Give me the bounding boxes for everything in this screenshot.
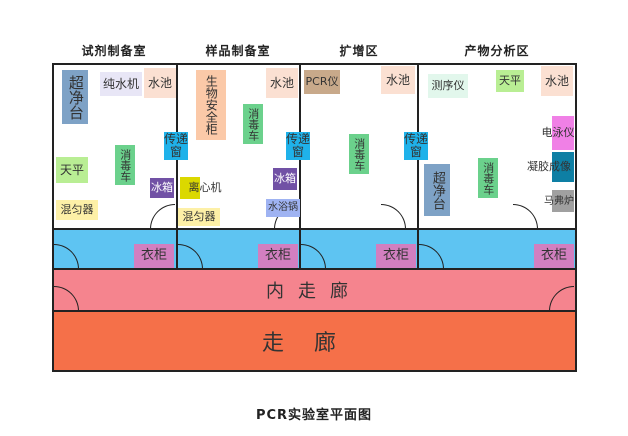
wall-bottom — [52, 370, 576, 372]
wardrobe-2: 衣柜 — [258, 244, 298, 268]
disinfection-cart-4: 消毒车 — [478, 158, 498, 198]
super-clean-bench-1: 超净台 — [62, 70, 88, 124]
electrophoresis-label: 电泳仪 — [541, 126, 575, 140]
disinfection-cart-3: 消毒车 — [349, 134, 369, 174]
wall-divider-1 — [176, 63, 178, 269]
wall-right — [575, 63, 577, 372]
inner-corridor-label: 内走廊 — [266, 281, 362, 302]
mixer-2: 混匀器 — [178, 208, 220, 226]
sink-2: 水池 — [266, 68, 298, 98]
fridge-1: 冰箱 — [150, 178, 174, 198]
wall-lab-buffer — [52, 228, 576, 230]
room-title-reagent: 试剂制备室 — [81, 44, 147, 58]
centrifuge-label: 离心机 — [188, 181, 222, 195]
sink-3: 水池 — [381, 66, 415, 94]
wardrobe-1: 衣柜 — [134, 244, 174, 268]
scale-1: 天平 — [56, 157, 88, 183]
pcr-machine: PCR仪 — [304, 70, 340, 94]
bio-safety-cabinet: 生物安全柜 — [196, 70, 226, 140]
wall-buffer-inner — [52, 268, 576, 270]
pass-window-1-label — [160, 140, 206, 154]
pass-window-2: 传递窗 — [286, 132, 311, 160]
disinfection-cart-2: 消毒车 — [243, 104, 263, 144]
outer-corridor: 走廊 — [52, 311, 576, 371]
pure-water-machine: 纯水机 — [100, 72, 142, 96]
wall-divider-2 — [299, 63, 301, 269]
fridge-2: 冰箱 — [273, 168, 297, 190]
wall-inner-outer — [52, 310, 576, 312]
room-title-analysis: 产物分析区 — [464, 44, 530, 58]
gel-imager-box — [552, 152, 574, 182]
gel-imager-label: 凝胶成像 — [527, 160, 571, 174]
wardrobe-3: 衣柜 — [376, 244, 416, 268]
pass-window-3: 传递窗 — [404, 132, 429, 160]
muffle-furnace-box — [552, 190, 574, 212]
sequencer: 测序仪 — [428, 74, 468, 98]
super-clean-bench-2: 超净台 — [424, 164, 450, 216]
outer-corridor-label: 走廊 — [261, 331, 366, 356]
inner-corridor: 内走廊 — [52, 269, 576, 311]
room-title-amplification: 扩增区 — [339, 44, 379, 58]
water-bath: 水浴锅 — [266, 199, 300, 217]
mixer-1: 混匀器 — [56, 200, 98, 220]
wall-divider-3 — [417, 63, 419, 269]
wall-left — [52, 63, 54, 372]
electrophoresis — [552, 116, 574, 150]
door-room1[interactable] — [150, 204, 175, 229]
wall-top — [52, 63, 576, 65]
diagram-caption: PCR实验室平面图 — [255, 408, 373, 423]
scale-2: 天平 — [496, 70, 524, 92]
room-title-sample: 样品制备室 — [205, 44, 271, 58]
sink-4: 水池 — [541, 66, 573, 96]
sink-1: 水池 — [144, 68, 176, 98]
wardrobe-4: 衣柜 — [534, 244, 574, 268]
muffle-furnace-label: 马弗炉 — [544, 195, 574, 207]
door-room3[interactable] — [381, 204, 406, 229]
pass-window-1: 传递窗 — [164, 132, 189, 160]
centrifuge — [180, 177, 200, 199]
door-room4[interactable] — [513, 204, 538, 229]
disinfection-cart-1: 消毒车 — [115, 145, 135, 185]
